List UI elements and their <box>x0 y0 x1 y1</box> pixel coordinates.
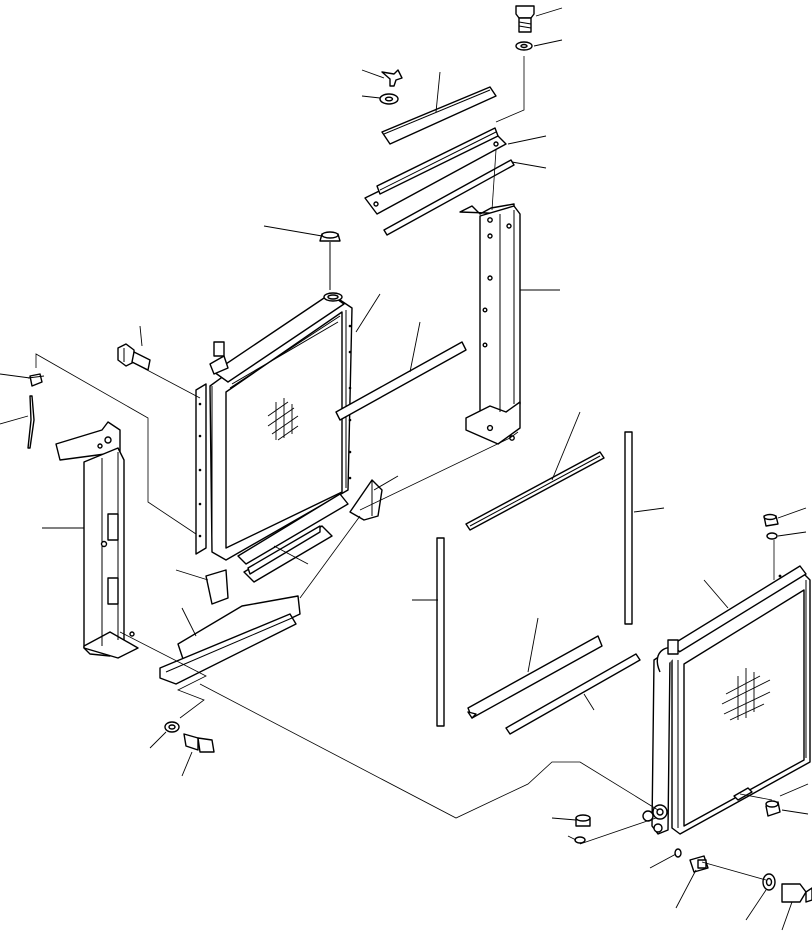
lower-shroud-plate <box>159 595 301 685</box>
lower-washer <box>164 721 180 733</box>
rod-center <box>624 431 633 625</box>
hose-clip <box>27 373 45 387</box>
wing-washer <box>379 93 399 105</box>
lower-bolt <box>183 733 215 753</box>
radiator-core <box>195 242 353 565</box>
upper-washer <box>515 41 533 51</box>
seal-bar-middle <box>335 341 467 421</box>
left-support-post <box>55 421 139 659</box>
wing-bolt <box>381 69 403 87</box>
cooler-oring-top <box>766 532 778 540</box>
cooler-fitting <box>689 855 709 873</box>
radiator-cap <box>319 231 341 242</box>
assembly-phantom-lines <box>35 56 775 881</box>
cooler-plug-right <box>765 800 781 817</box>
wedge-block-left <box>205 569 229 605</box>
upper-bolt <box>515 5 535 33</box>
cooler-washer <box>762 873 776 891</box>
right-support-post <box>459 203 521 445</box>
hex-bolt-left <box>117 343 151 371</box>
top-bracket <box>364 127 507 215</box>
cooler-oring-small <box>674 848 682 858</box>
rod-left <box>436 537 445 727</box>
cooler-oring-left <box>574 836 586 844</box>
hose <box>27 395 35 449</box>
seal-tray <box>243 525 333 583</box>
cover-plate <box>381 86 497 145</box>
seal-strip-top <box>383 159 515 236</box>
cooler-bolt <box>781 883 812 903</box>
oil-cooler <box>642 565 811 835</box>
cooler-plug-left <box>575 814 591 827</box>
channel-seal-lower-right <box>505 653 641 735</box>
seal-strip-diagonal <box>465 451 605 531</box>
wedge-block-right <box>349 479 383 521</box>
cooler-plug-top <box>763 513 779 527</box>
leader-lines <box>0 7 809 931</box>
channel-seal-lower <box>467 635 603 719</box>
